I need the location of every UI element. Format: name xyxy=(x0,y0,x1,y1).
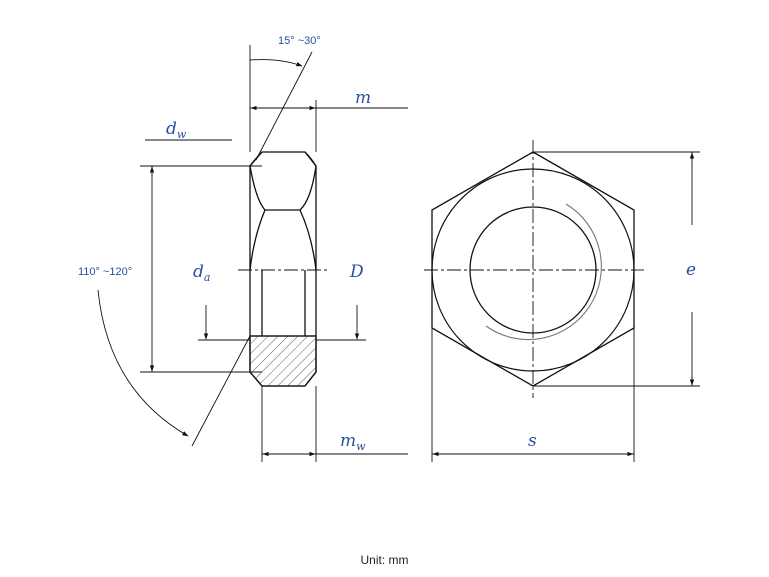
bearing-angle-indicator xyxy=(97,289,251,447)
dim-da xyxy=(198,305,250,341)
label-D: D xyxy=(349,262,364,282)
label-mw: mw xyxy=(340,431,366,453)
dim-dw xyxy=(140,139,262,373)
label-s: s xyxy=(528,431,537,451)
upper-face-curve xyxy=(249,165,317,211)
front-view xyxy=(424,140,644,398)
label-m: m xyxy=(355,88,371,108)
chamfer-angle-indicator xyxy=(249,51,313,161)
label-dw: dw xyxy=(166,119,187,141)
upper-face-chamfer xyxy=(249,151,317,167)
dim-D xyxy=(316,305,366,341)
label-da: da xyxy=(193,262,210,284)
label-angle-chamfer: 15° ~30° xyxy=(278,35,321,47)
unit-label: Unit: mm xyxy=(360,553,409,567)
dim-m xyxy=(249,45,408,152)
middle-face-curve xyxy=(249,209,317,271)
hatched-section xyxy=(249,335,317,387)
dim-s xyxy=(431,328,635,462)
dim-mw xyxy=(261,386,408,462)
dim-e xyxy=(533,151,700,387)
thread-arc xyxy=(485,203,602,341)
side-view xyxy=(238,151,330,387)
label-angle-bearing: 110° ~120° xyxy=(78,266,132,278)
label-e: e xyxy=(686,260,696,280)
